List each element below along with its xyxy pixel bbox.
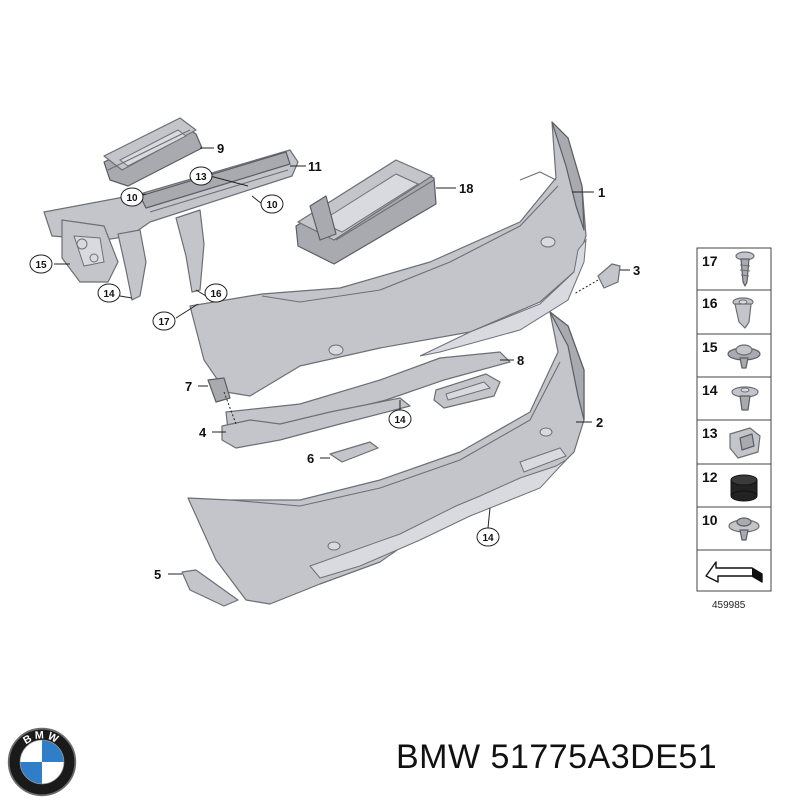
rubber-buffer-icon (730, 474, 758, 502)
grommet-icon (728, 517, 760, 541)
label-part-6: 6 (307, 451, 314, 466)
legend-label-14: 14 (702, 382, 718, 398)
label-part-3: 3 (633, 263, 640, 278)
callout-16: 16 (204, 283, 228, 303)
screw-icon (735, 251, 755, 287)
bmw-logo-icon: BMW (7, 727, 77, 797)
part-7-bracket (207, 377, 231, 403)
legend-label-16: 16 (702, 295, 718, 311)
part-4-lower-strip (221, 397, 411, 449)
label-part-9: 9 (217, 141, 224, 156)
part-11-carrier (43, 149, 299, 301)
svg-text:14: 14 (394, 415, 406, 426)
callout-10-b: 10 (260, 194, 284, 214)
svg-text:13: 13 (195, 172, 207, 183)
callout-15: 15 (29, 254, 53, 274)
part-5-insert (181, 569, 239, 607)
legend-label-15: 15 (702, 339, 718, 355)
svg-text:16: 16 (210, 289, 222, 300)
fastener-legend: 17 16 15 14 13 12 10 (696, 247, 772, 611)
part-6-insert (329, 441, 379, 463)
svg-text:14: 14 (103, 289, 115, 300)
label-part-1: 1 (598, 185, 605, 200)
part-18-bracket (295, 159, 437, 265)
push-clip-icon (727, 344, 761, 369)
svg-text:17: 17 (158, 317, 170, 328)
svg-text:10: 10 (266, 200, 278, 211)
part-1-bumper-trim (189, 121, 587, 397)
svg-text:BMW: BMW (21, 729, 62, 747)
svg-text:15: 15 (35, 260, 47, 271)
nut-clip-icon (729, 427, 761, 459)
legend-label-10: 10 (702, 512, 718, 528)
part-9-bracket (103, 117, 203, 187)
part-3-cap (597, 263, 621, 289)
callout-13: 14 (97, 283, 121, 303)
rivet-icon (731, 386, 759, 411)
orientation-arrow-icon (705, 561, 763, 583)
expanding-nut-icon (732, 297, 754, 329)
leader-lines (54, 147, 630, 575)
part-number-labels: 9 11 18 1 3 8 7 4 2 6 5 (154, 141, 640, 582)
label-part-8: 8 (517, 353, 524, 368)
callout-12: 13 (189, 166, 213, 186)
svg-text:10: 10 (126, 193, 138, 204)
legend-label-13: 13 (702, 425, 718, 441)
callout-10-a: 10 (120, 187, 144, 207)
part-8-strip (225, 351, 511, 439)
label-part-4: 4 (199, 425, 207, 440)
label-part-7: 7 (185, 379, 192, 394)
legend-label-12: 12 (702, 469, 718, 485)
callout-14-b: 14 (476, 527, 500, 547)
part-2-bumper (187, 311, 585, 605)
part-number-caption: BMW 51775A3DE51 (396, 738, 718, 776)
legend-label-17: 17 (702, 253, 718, 269)
svg-text:14: 14 (482, 533, 494, 544)
label-part-5: 5 (154, 567, 161, 582)
callout-14-a: 14 (388, 409, 412, 429)
callout-17: 17 (152, 311, 176, 331)
document-number: 459985 (712, 600, 746, 611)
label-part-2: 2 (596, 415, 603, 430)
label-part-11: 11 (308, 159, 322, 174)
label-part-18: 18 (459, 181, 473, 196)
